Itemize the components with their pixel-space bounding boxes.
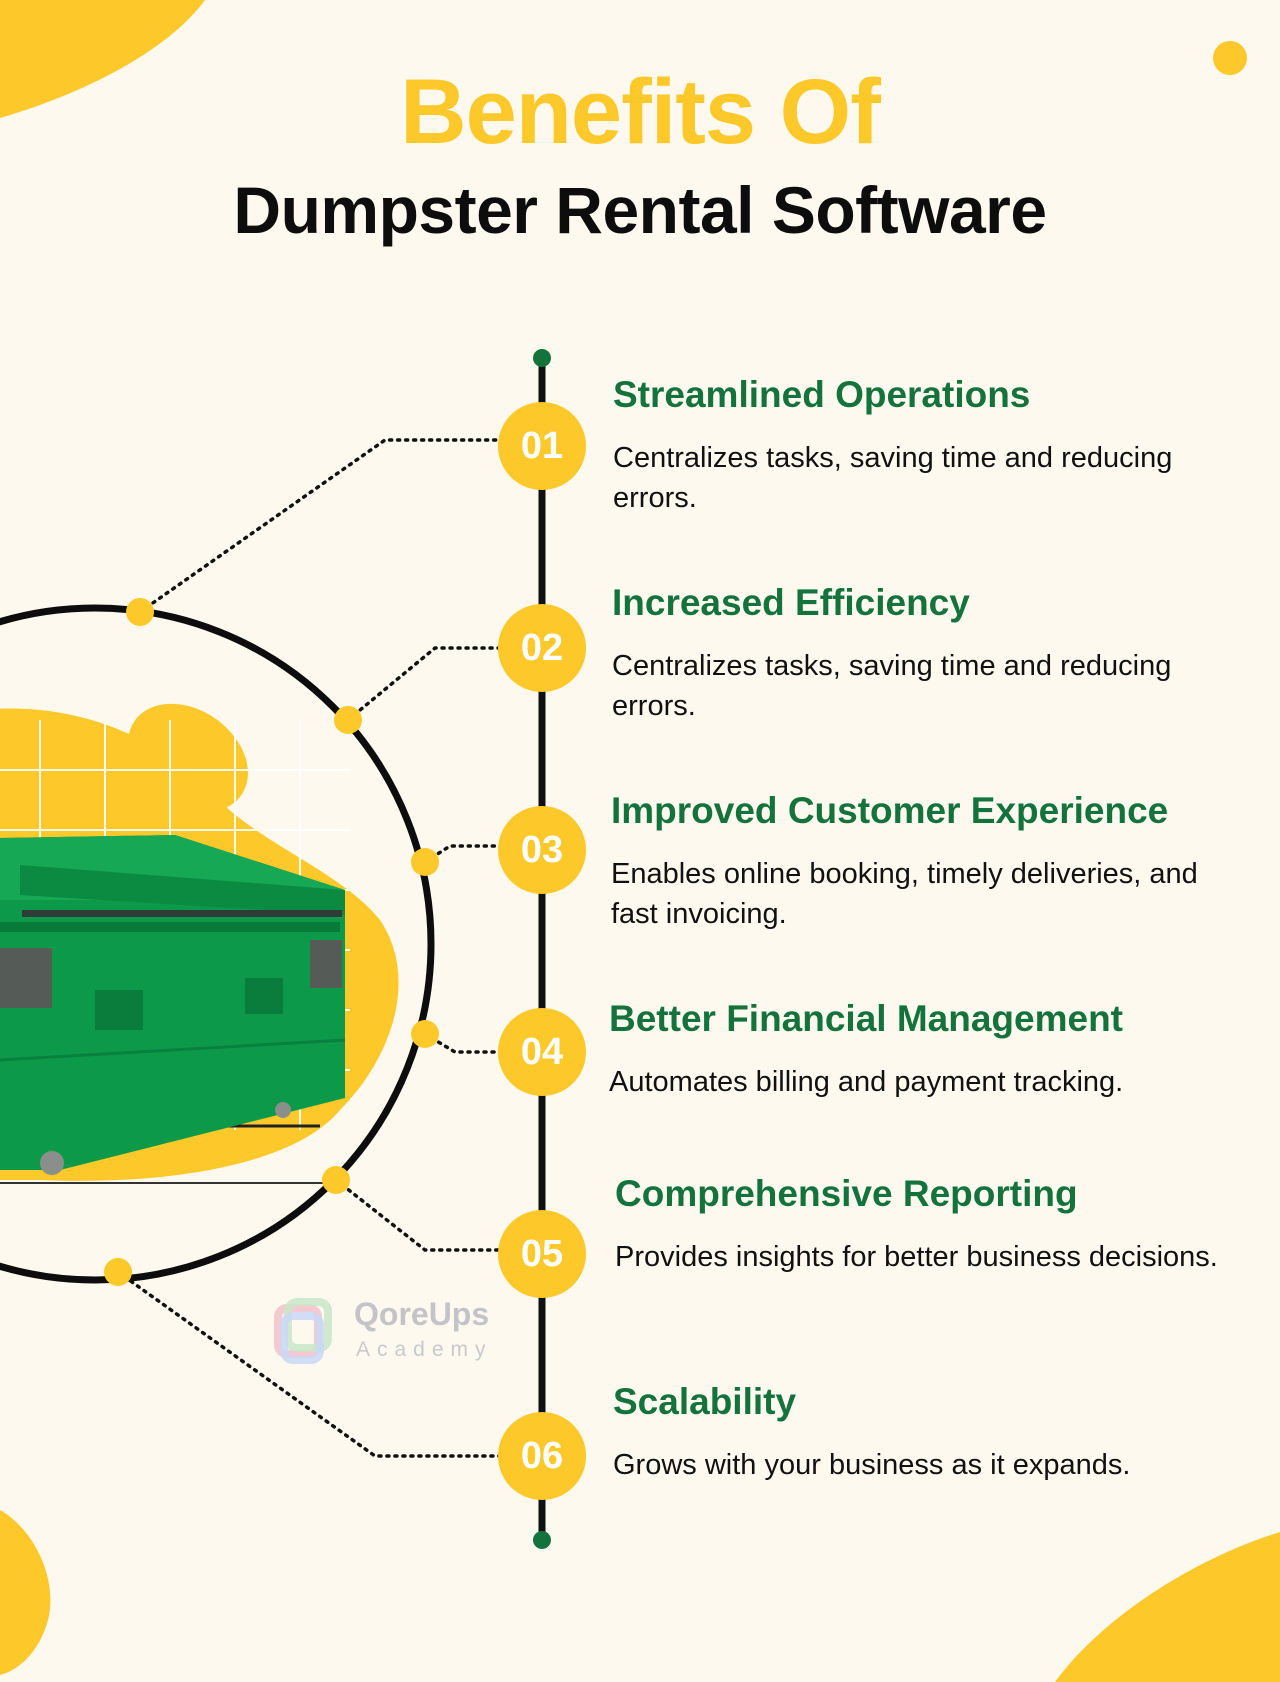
- page-title-line2: Dumpster Rental Software: [233, 173, 1047, 247]
- illustration-area: [0, 703, 399, 1184]
- circle-dots: [104, 598, 439, 1286]
- benefit-title-05: Comprehensive Reporting: [615, 1173, 1078, 1214]
- benefit-title-03: Improved Customer Experience: [611, 790, 1169, 831]
- benefit-title-01: Streamlined Operations: [613, 374, 1031, 415]
- qoreups-logo-icon: [274, 1298, 332, 1364]
- timeline-bottom-dot: [533, 1531, 551, 1549]
- benefit-title-04: Better Financial Management: [609, 998, 1124, 1039]
- logo-name: QoreUps: [354, 1296, 490, 1332]
- logo-subtitle: Academy: [356, 1338, 493, 1361]
- timeline-top-dot: [533, 349, 551, 367]
- benefit-desc-02: Centralizes tasks, saving time and reduc…: [612, 650, 1172, 722]
- benefit-desc-06: Grows with your business as it expands.: [613, 1449, 1131, 1481]
- step-badge-04: 04: [498, 1008, 586, 1096]
- benefit-desc-05: Provides insights for better business de…: [615, 1241, 1218, 1273]
- benefit-desc-04: Automates billing and payment tracking.: [609, 1066, 1124, 1098]
- benefit-desc-03: Enables online booking, timely deliverie…: [611, 858, 1198, 930]
- step-badge-02: 02: [498, 604, 586, 692]
- qoreups-logo: QoreUps Academy: [274, 1292, 504, 1372]
- benefit-title-06: Scalability: [613, 1381, 797, 1422]
- corner-blob-top-left: [0, 0, 205, 118]
- step-badge-05: 05: [498, 1210, 586, 1298]
- page-title-line1: Benefits Of: [400, 61, 881, 163]
- frame-circle: [0, 604, 435, 1284]
- dot-top-right: [1213, 41, 1247, 75]
- step-badge-03: 03: [498, 806, 586, 894]
- benefit-title-02: Increased Efficiency: [612, 582, 970, 623]
- step-badge-06: 06: [498, 1412, 586, 1500]
- step-badge-01: 01: [498, 402, 586, 490]
- dumpster-icon: [0, 835, 346, 1175]
- benefit-desc-01: Centralizes tasks, saving time and reduc…: [613, 442, 1173, 514]
- corner-blob-bottom-right: [1055, 1532, 1280, 1682]
- corner-blob-bottom-left: [0, 1510, 51, 1675]
